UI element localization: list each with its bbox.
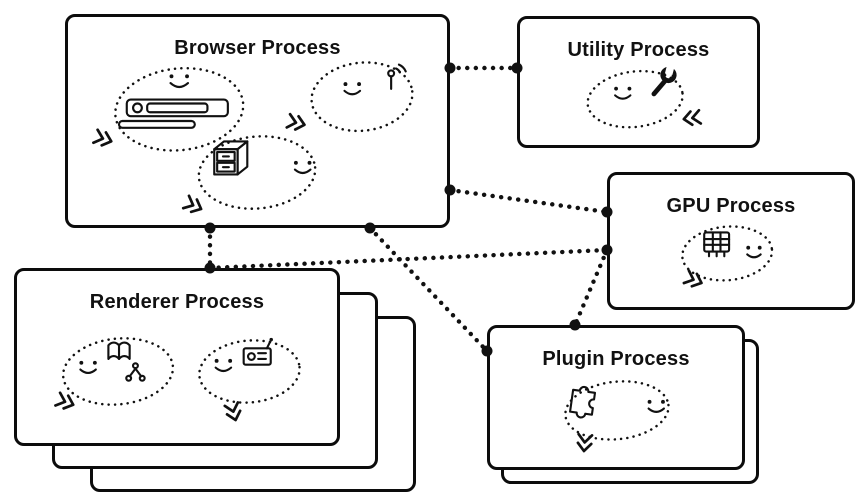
renderer-process-art [54,337,301,422]
smiley-face [647,399,665,413]
wrench-icon [651,64,677,97]
motion-chevron-icon [54,391,75,410]
connector-gpu-plugin [572,247,610,328]
plugin-blob [564,380,670,453]
renderer-media-blob [198,337,301,422]
gpu-blob [681,225,774,288]
motion-chevron-icon [576,432,594,453]
utility-process-art [586,64,703,129]
utility-process-box: Utility Process [517,16,760,148]
smiley-face [343,82,362,96]
gpu-process-box: GPU Process [607,172,855,310]
motion-chevron-icon [92,128,113,147]
renderer-doc-blob [54,337,175,410]
dom-tree-icon [125,362,146,382]
smiley-face [293,160,312,175]
smiley-face [169,74,190,89]
browser-process-art [92,61,414,214]
utility-process-label: Utility Process [567,39,710,61]
motion-chevron-icon [223,401,242,422]
puzzle-piece-icon [569,385,597,419]
browser-ui-blob [92,66,245,152]
storage-blob [181,135,317,214]
media-widget-icon [242,337,273,366]
plugin-process-label: Plugin Process [542,348,690,370]
browser-process-box: Browser Process [65,14,450,228]
motion-chevron-icon [682,269,703,288]
renderer-process-box: Renderer Process [14,268,340,446]
plugin-process-art [564,380,670,453]
gpu-process-art [681,225,774,288]
plugin-process-box: Plugin Process [487,325,745,470]
browser-process-label: Browser Process [174,37,341,59]
open-book-icon [107,341,131,360]
connector-renderer-gpu [207,247,610,271]
gpu-chip-icon [703,231,731,258]
smiley-face [79,360,97,375]
storage-cabinet-icon [213,140,249,176]
smiley-face [614,86,632,100]
utility-blob [586,64,703,129]
connector-browser-gpu [447,187,610,215]
motion-chevron-icon [285,112,306,131]
smiley-face [214,358,233,373]
gpu-process-label: GPU Process [666,195,796,217]
browser-toolbar-icon [117,98,229,129]
smiley-face [746,245,762,259]
renderer-process-label: Renderer Process [89,291,265,313]
network-signal-icon [387,63,407,90]
network-blob [285,61,414,133]
motion-chevron-icon [181,194,203,214]
motion-chevron-icon [682,108,703,127]
